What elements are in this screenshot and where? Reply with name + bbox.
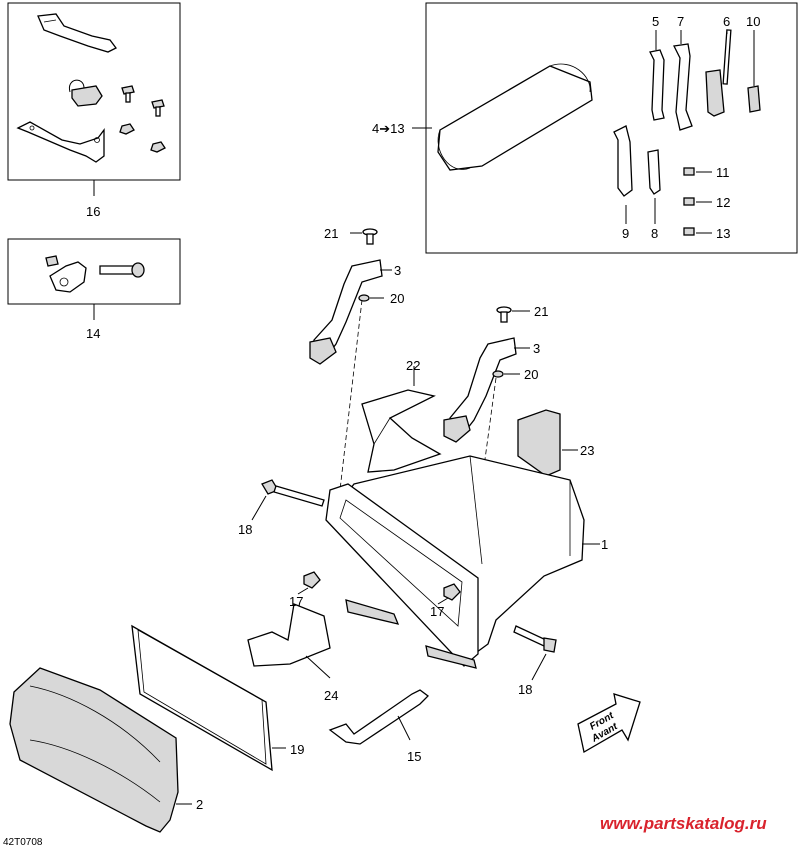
callout-8: 8 [651, 226, 658, 241]
callout-18-right: 18 [518, 682, 532, 697]
part-12-fuse [683, 197, 695, 206]
callout-11: 11 [716, 165, 730, 180]
part-14-bracket [45, 255, 87, 293]
part-2-lid [9, 667, 179, 833]
part-16-bracket [16, 121, 105, 163]
part-17-nut-left [303, 571, 321, 589]
callout-17-left: 17 [289, 594, 303, 609]
callout-4-to-13: 4➔13 [372, 121, 405, 136]
callout-3-left: 3 [394, 263, 401, 278]
callout-20-left: 20 [390, 291, 404, 306]
part-20-washer-right [492, 370, 504, 378]
part-9-socket [613, 125, 633, 197]
part-16-nuts [119, 123, 166, 153]
part-21-screw-left [362, 228, 378, 245]
callout-24: 24 [324, 688, 338, 703]
part-20-washer-left [358, 294, 370, 302]
part-24-plate [247, 603, 331, 667]
callout-2: 2 [196, 797, 203, 812]
callout-23: 23 [580, 443, 594, 458]
callout-7: 7 [677, 14, 684, 29]
part-22-liner [361, 389, 442, 473]
watermark: www.partskatalog.ru [600, 814, 767, 833]
part-8-socket [647, 149, 661, 195]
part-16-strap [37, 13, 117, 53]
callout-15: 15 [407, 749, 421, 764]
callout-13: 13 [716, 226, 730, 241]
part-11-fuse [683, 167, 695, 176]
part-tool-bag [437, 63, 593, 171]
part-14-bolt [99, 262, 145, 278]
callout-3-right: 3 [533, 341, 540, 356]
part-18-bolt-right [513, 625, 557, 653]
part-5-wrench [649, 49, 665, 121]
callout-10: 10 [746, 14, 760, 29]
callout-17-right: 17 [430, 604, 444, 619]
part-21-screw-right [496, 306, 512, 323]
callout-21-right: 21 [534, 304, 548, 319]
callout-22: 22 [406, 358, 420, 373]
part-15-wrench [328, 689, 429, 745]
part-6-screwdriver [705, 29, 732, 117]
part-16-screws [121, 85, 165, 117]
inset-box-14 [7, 238, 181, 305]
part-1-storage-box [325, 455, 585, 669]
part-3-handle-right [443, 337, 517, 443]
callout-21-left: 21 [324, 226, 338, 241]
part-16-padlock [68, 79, 103, 107]
callout-18-left: 18 [238, 522, 252, 537]
part-19-gasket [131, 624, 273, 772]
callout-20-right: 20 [524, 367, 538, 382]
drawing-code: 42T0708 [3, 837, 43, 848]
callout-16: 16 [86, 204, 100, 219]
part-7-wrench [673, 43, 693, 131]
callout-19: 19 [290, 742, 304, 757]
callout-12: 12 [716, 195, 730, 210]
part-23-cover [517, 409, 561, 477]
callout-6: 6 [723, 14, 730, 29]
callout-5: 5 [652, 14, 659, 29]
part-13-fuse [683, 227, 695, 236]
callout-14: 14 [86, 326, 100, 341]
part-3-handle-left [309, 259, 383, 365]
callout-1: 1 [601, 537, 608, 552]
part-18-bolt-left [261, 479, 325, 507]
callout-9: 9 [622, 226, 629, 241]
part-10-bit [747, 85, 761, 113]
part-17-nut-right [443, 583, 461, 601]
front-direction-arrow: Front Avant [577, 693, 641, 754]
